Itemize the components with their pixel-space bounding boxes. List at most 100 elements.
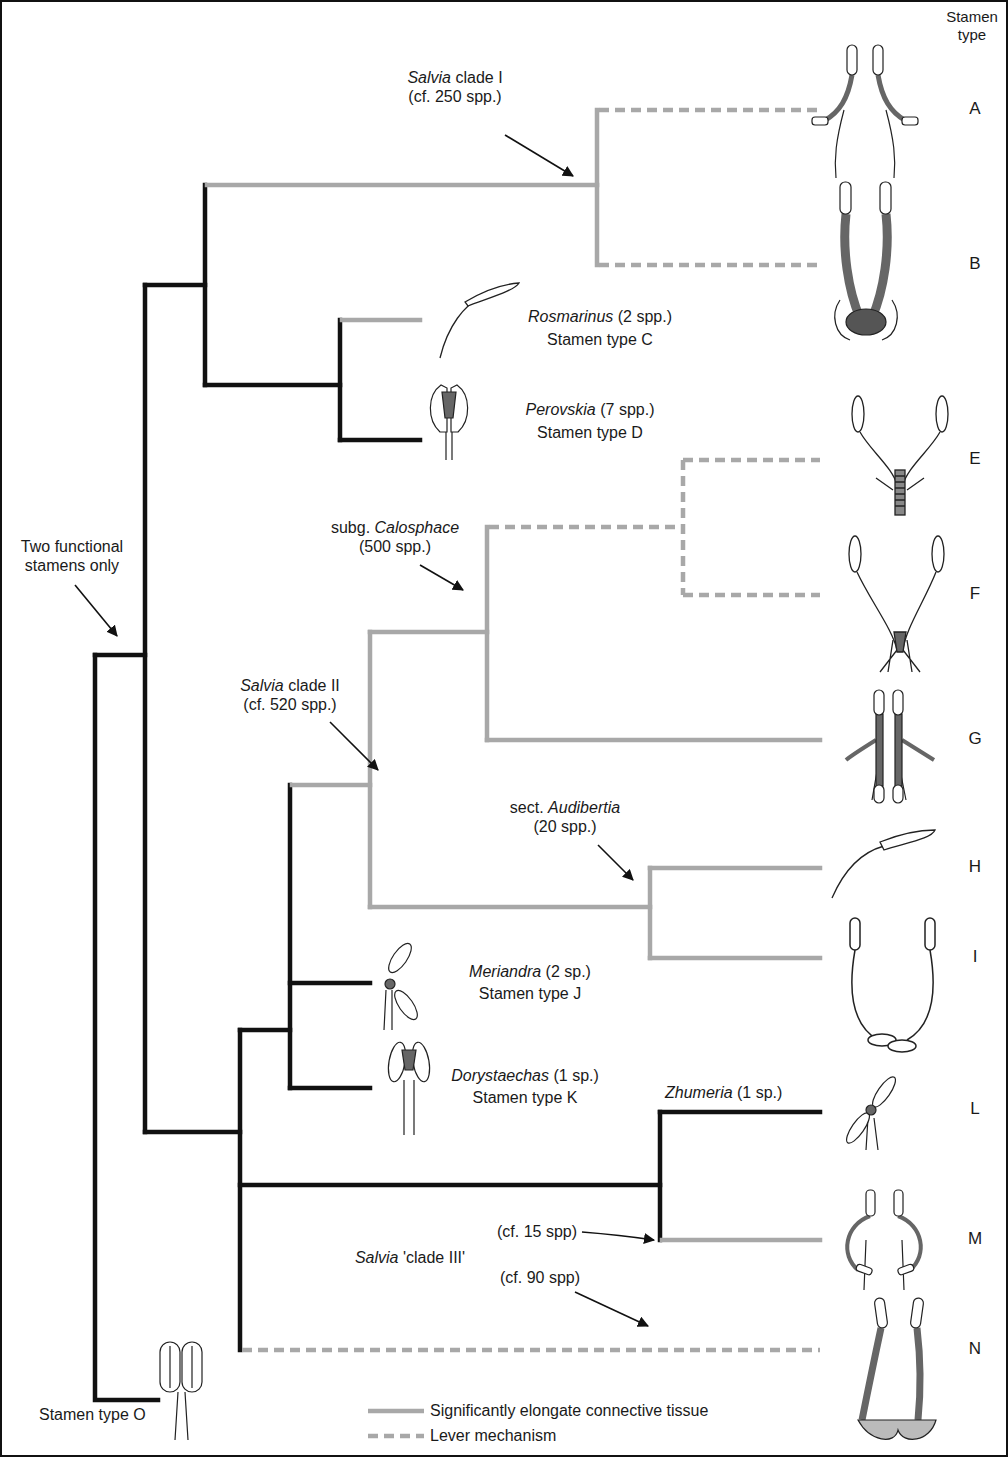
- legend-swatch: [368, 1406, 424, 1416]
- stamen-illustration: [895, 476, 905, 506]
- stamen-illustration: [843, 1074, 899, 1150]
- text-line: Salvia clade II: [240, 676, 340, 695]
- text-line: Stamen type D: [537, 423, 643, 442]
- stamen-illustration: [385, 979, 395, 989]
- text-line: Perovskia (7 spp.): [526, 400, 655, 419]
- tree-branch-lever: [599, 108, 820, 113]
- text-word: type: [538, 985, 568, 1002]
- tree-branch-black: [290, 981, 370, 986]
- text-line: G: [968, 729, 981, 749]
- text-line: (cf. 520 spp.): [240, 695, 340, 714]
- stamen-illustration: [430, 385, 467, 460]
- stamen-illustration: [465, 283, 519, 306]
- text-word: sp.): [572, 1067, 599, 1084]
- tree-branch-black: [238, 1030, 243, 1350]
- stamen-illustration: [860, 432, 897, 485]
- text-word: (2: [618, 308, 632, 325]
- clade-label: Salvia clade I (cf. 250 spp.): [406, 68, 503, 106]
- tree-branch-lever: [242, 110, 820, 1350]
- text-line: type: [946, 26, 998, 44]
- stamen-illustration: [932, 536, 944, 572]
- tree-branch-elongate: [485, 527, 490, 740]
- text-line: (cf. 250 spp.): [407, 87, 502, 106]
- text-word: J: [573, 985, 581, 1002]
- leader-arrow: [75, 135, 654, 1326]
- tree-branch-lever: [599, 263, 820, 268]
- stamen-type-label: Stamen type D: [536, 423, 644, 442]
- stamen-illustration: [869, 1074, 899, 1110]
- leader-arrow: [75, 585, 117, 636]
- clade-label: Salvia 'clade III': [354, 1248, 466, 1267]
- text-line: Zhumeria (1 sp.): [665, 1083, 782, 1102]
- tree-branch-black: [240, 1028, 290, 1033]
- text-word: II: [331, 677, 340, 694]
- text-word: spp): [546, 1223, 577, 1240]
- clade-label: subg. Calosphace (500 spp.): [330, 518, 460, 556]
- stamen-illustration: [886, 110, 895, 178]
- text-word: spp.): [466, 88, 502, 105]
- tree-branch-lever: [681, 460, 686, 595]
- leader-arrow: [330, 722, 378, 770]
- stamen-illustration: [812, 117, 828, 125]
- text-word: (1: [737, 1084, 751, 1101]
- tree-branch-elongate: [207, 110, 820, 1240]
- species-count: (cf. 15 spp): [496, 1222, 578, 1241]
- stamen-illustration: [866, 1190, 875, 1216]
- stamen-illustration: [386, 1041, 433, 1135]
- text-line: Stamen type J: [479, 984, 581, 1003]
- text-word: G: [968, 729, 981, 748]
- stamen-illustration: [936, 396, 948, 432]
- text-word: Two: [21, 538, 50, 555]
- text-line: (500 spp.): [331, 537, 459, 556]
- text-word: L: [970, 1099, 979, 1118]
- stamen-letter: L: [969, 1099, 980, 1119]
- stamen-illustration: [903, 572, 936, 650]
- stamen-illustration: [849, 536, 944, 672]
- text-word: Stamen: [537, 424, 592, 441]
- stamen-illustration: [852, 396, 864, 432]
- stamen-illustration: [897, 1264, 914, 1276]
- text-word: A: [969, 99, 980, 118]
- tree-branch-elongate: [487, 738, 820, 743]
- clade-label: Salvia clade II (cf. 520 spp.): [239, 676, 341, 714]
- text-word: (7: [600, 401, 614, 418]
- text-word: spp.): [636, 308, 672, 325]
- stamen-illustration: [847, 45, 857, 75]
- text-word: K: [567, 1089, 578, 1106]
- text-word: spp.): [301, 696, 337, 713]
- stamen-illustration: [852, 950, 933, 1040]
- tree-branch-lever: [242, 1348, 820, 1353]
- stamen-letter: B: [968, 254, 981, 274]
- tree-branch-elongate: [292, 783, 370, 788]
- legend-swatch-line: [368, 1408, 424, 1413]
- leader-arrow: [575, 1292, 648, 1326]
- stamen-illustration: [384, 990, 392, 1030]
- text-word: spp): [549, 1269, 580, 1286]
- text-word: 15: [524, 1223, 542, 1240]
- text-line: H: [969, 857, 981, 877]
- stamen-illustration: [878, 75, 906, 121]
- stamen-illustration: [894, 632, 906, 652]
- stamen-illustration: [847, 1190, 921, 1290]
- stamen-illustration: [864, 1240, 904, 1290]
- legend-text: Lever mechanism: [430, 1426, 556, 1445]
- stamen-illustration: [846, 309, 886, 335]
- text-word: 90: [527, 1269, 545, 1286]
- stamen-letter: A: [968, 99, 981, 119]
- stamen-illustration: [852, 396, 948, 515]
- text-line: sect. Audibertia: [510, 798, 620, 817]
- text-word: Stamen: [479, 985, 534, 1002]
- genus-label: Dorystaechas (1 sp.): [450, 1066, 600, 1085]
- text-line: M: [968, 1229, 982, 1249]
- text-word: sp.): [564, 963, 591, 980]
- tree-branch-elongate: [650, 866, 820, 871]
- tree-branch-black: [95, 185, 820, 1400]
- stamen-illustration: [170, 1346, 192, 1388]
- text-word: Stamen: [547, 331, 602, 348]
- stamen-illustration: [402, 1050, 416, 1070]
- stamen-illustration: [846, 740, 934, 760]
- text-word: sp.): [756, 1084, 783, 1101]
- stamen-letter: M: [967, 1229, 983, 1249]
- genus-label: Rosmarinus (2 spp.): [527, 307, 673, 326]
